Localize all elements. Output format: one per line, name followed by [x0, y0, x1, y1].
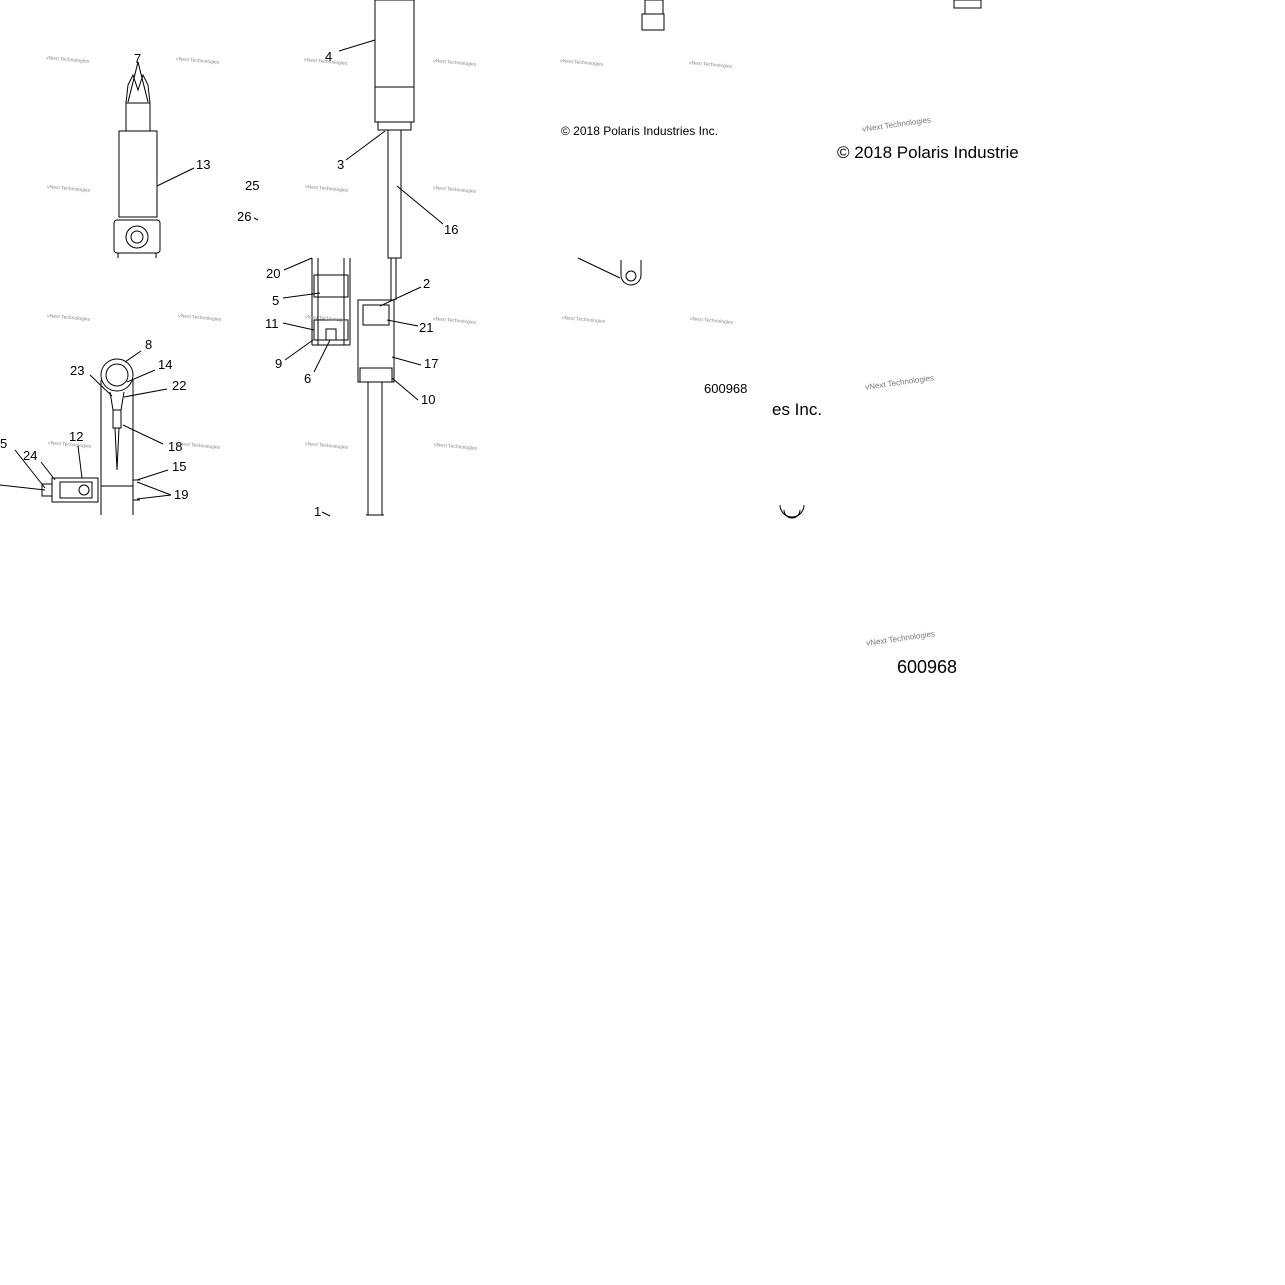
bracket-top	[953, 0, 982, 9]
callout-18: 18	[168, 439, 183, 454]
callout-13: 13	[196, 157, 211, 172]
callout-16: 16	[444, 222, 459, 237]
clevis-eye	[620, 260, 642, 286]
shock-body-13	[113, 73, 161, 258]
callout-20: 20	[266, 266, 281, 281]
shock-body-lower	[41, 358, 140, 515]
copyright-small: © 2018 Polaris Industries Inc.	[561, 124, 718, 138]
callout-26: 26	[237, 209, 252, 224]
partial-ring	[779, 504, 805, 518]
callout-23: 23	[70, 363, 85, 378]
callout-25: 25	[245, 178, 260, 193]
callout-3: 3	[337, 157, 345, 172]
callout-19: 19	[174, 487, 189, 502]
fitting-top	[644, 0, 664, 15]
callout-4: 4	[325, 49, 333, 64]
diagram-code-large: 600968	[897, 657, 958, 677]
callout-14: 14	[158, 357, 173, 372]
copyright-large: © 2018 Polaris Industrie	[837, 143, 1019, 162]
piston-assembly	[311, 258, 351, 346]
copyright-fragment: es Inc.	[772, 400, 823, 419]
callout-10: 10	[421, 392, 436, 407]
callout-5: 5	[272, 293, 280, 308]
callout-9: 9	[275, 356, 283, 371]
callout-21: 21	[419, 320, 434, 335]
cylinder-body-4	[374, 0, 415, 300]
callout-5-edge: 5	[0, 436, 8, 451]
diagram-code-small: 600968	[704, 381, 748, 396]
callout-7: 7	[134, 51, 142, 66]
outer-tube	[357, 299, 395, 516]
callout-8: 8	[145, 337, 153, 352]
callout-1: 1	[314, 504, 322, 519]
callout-24: 24	[23, 448, 38, 463]
callout-22: 22	[172, 378, 187, 393]
callout-17: 17	[424, 356, 439, 371]
callout-2: 2	[423, 276, 431, 291]
callout-6: 6	[304, 371, 312, 386]
callout-12: 12	[69, 429, 84, 444]
callout-11: 11	[265, 316, 279, 331]
callout-15: 15	[172, 459, 187, 474]
